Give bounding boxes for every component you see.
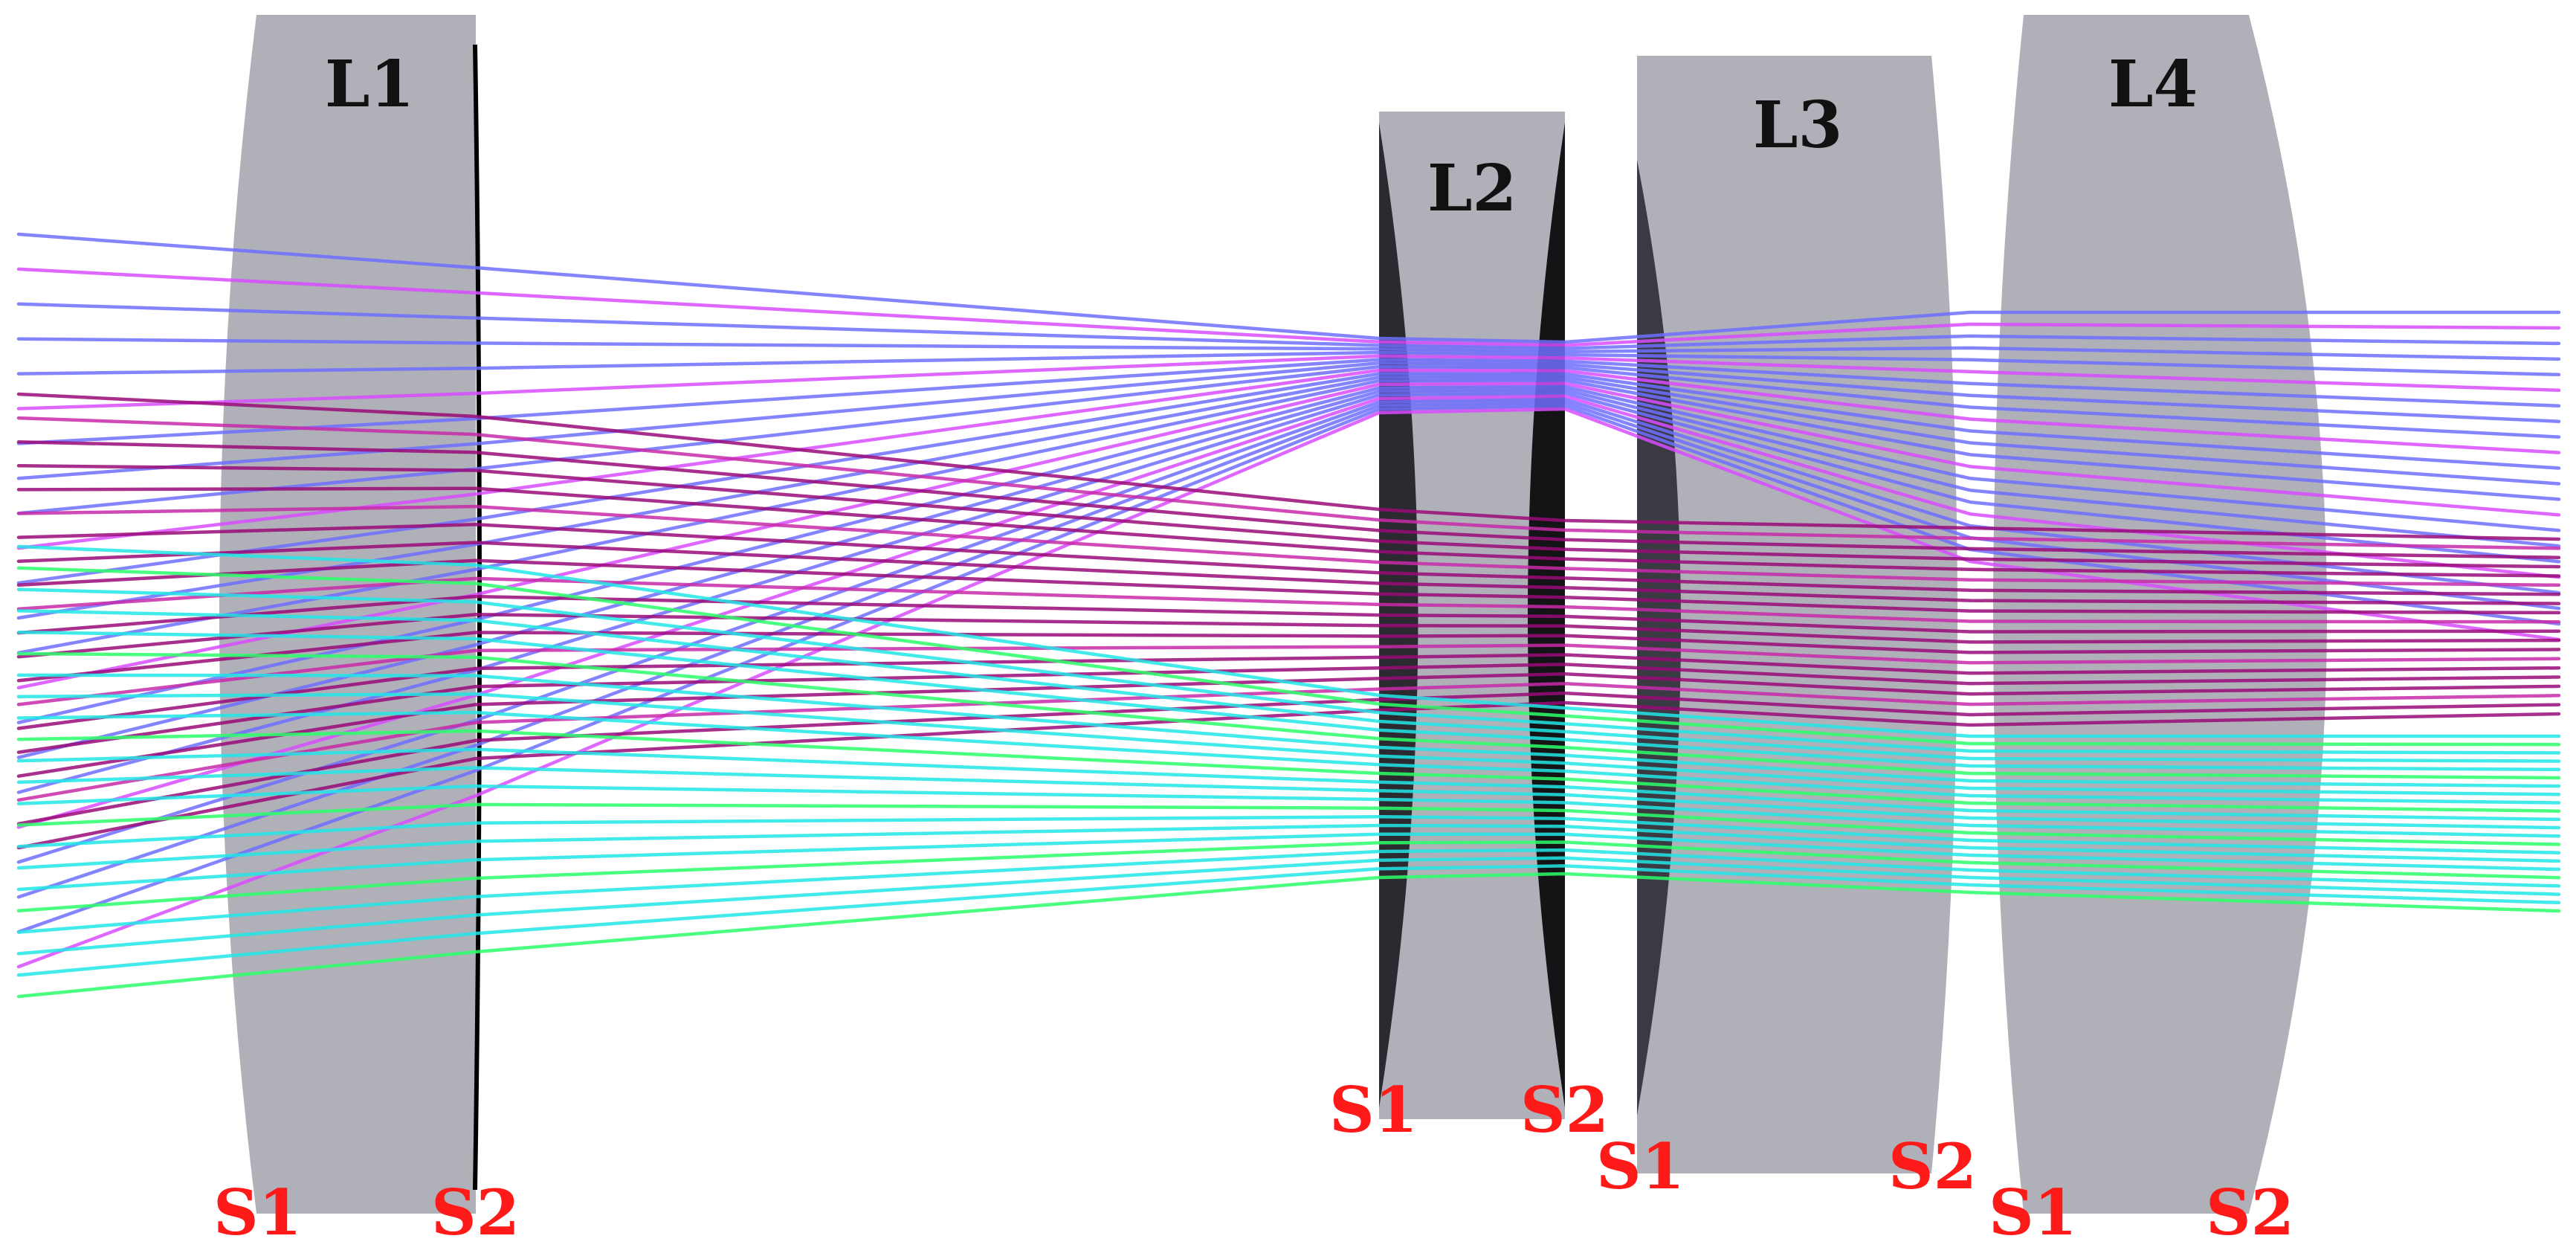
ray [16, 815, 2561, 854]
surface-label-l3-s1: S1 [1596, 1130, 1685, 1203]
ray [16, 613, 2561, 659]
ray [16, 267, 2561, 347]
ray [16, 337, 2561, 361]
ray [16, 372, 2561, 585]
ray [16, 823, 2561, 870]
ray [16, 302, 2561, 350]
lens-labels: L1 L2 L3 L4 [325, 47, 2198, 226]
ray [16, 672, 2561, 778]
ray [16, 486, 2561, 578]
ray [16, 832, 2561, 892]
ray [16, 364, 2561, 515]
ray [16, 609, 2561, 763]
ray [16, 710, 2561, 805]
lens-label-l3: L3 [1753, 88, 1842, 163]
ray [16, 407, 2561, 969]
ray [16, 375, 2561, 620]
ray [16, 541, 2561, 605]
ray [16, 464, 2561, 569]
surface-label-l4-s2: S2 [2206, 1176, 2294, 1249]
ray [16, 729, 2561, 813]
ray [16, 391, 2561, 794]
ray [16, 691, 2561, 826]
ray [16, 416, 2561, 550]
surface-label-l1-s1: S1 [213, 1176, 302, 1249]
ray-bundle-3 [16, 544, 2561, 999]
ray [16, 840, 2561, 913]
ray [16, 747, 2561, 822]
ray [16, 350, 2561, 377]
ray-bundle-2 [16, 392, 2561, 850]
ray-bundles [16, 232, 2561, 999]
ray [16, 864, 2561, 977]
ray [16, 358, 2561, 445]
ray [16, 504, 2561, 587]
ray [16, 653, 2561, 730]
surface-label-l2-s2: S2 [1520, 1073, 1609, 1147]
ray [16, 692, 2561, 796]
ray [16, 631, 2561, 683]
ray [16, 558, 2561, 615]
ray [16, 784, 2561, 838]
ray [16, 643, 2561, 706]
ray [16, 630, 2561, 772]
lens-l4-body [1993, 15, 2327, 1214]
ray [16, 681, 2561, 802]
ray [16, 594, 2561, 635]
surface-labels: S1 S2 S1 S2 S1 S2 S1 S2 [213, 1073, 2294, 1249]
ray [16, 872, 2561, 999]
ray [16, 544, 2561, 738]
surface-label-l4-s1: S1 [1989, 1176, 2077, 1249]
ray [16, 587, 2561, 755]
lens-label-l2: L2 [1427, 151, 1517, 226]
ray [16, 701, 2561, 850]
surface-label-l1-s2: S2 [431, 1176, 520, 1249]
ray [16, 388, 2561, 759]
ray [16, 663, 2561, 754]
ray [16, 651, 2561, 780]
ray [16, 381, 2561, 690]
ray [16, 576, 2561, 624]
ray [16, 368, 2561, 550]
lens-label-l4: L4 [2108, 47, 2198, 122]
ray [16, 673, 2561, 788]
lens-label-l1: L1 [325, 47, 414, 122]
ray [16, 523, 2561, 596]
lens-l1-s2-edge [473, 45, 482, 1190]
ray [16, 802, 2561, 846]
surface-label-l2-s1: S1 [1329, 1073, 1418, 1147]
ray [16, 856, 2561, 956]
ray [16, 566, 2561, 747]
ray [16, 354, 2561, 410]
ray [16, 439, 2561, 559]
ray [16, 392, 2561, 541]
ray [16, 397, 2561, 864]
ray [16, 766, 2561, 830]
surface-label-l3-s2: S2 [1888, 1130, 1977, 1203]
ray [16, 848, 2561, 934]
ray [16, 232, 2561, 344]
